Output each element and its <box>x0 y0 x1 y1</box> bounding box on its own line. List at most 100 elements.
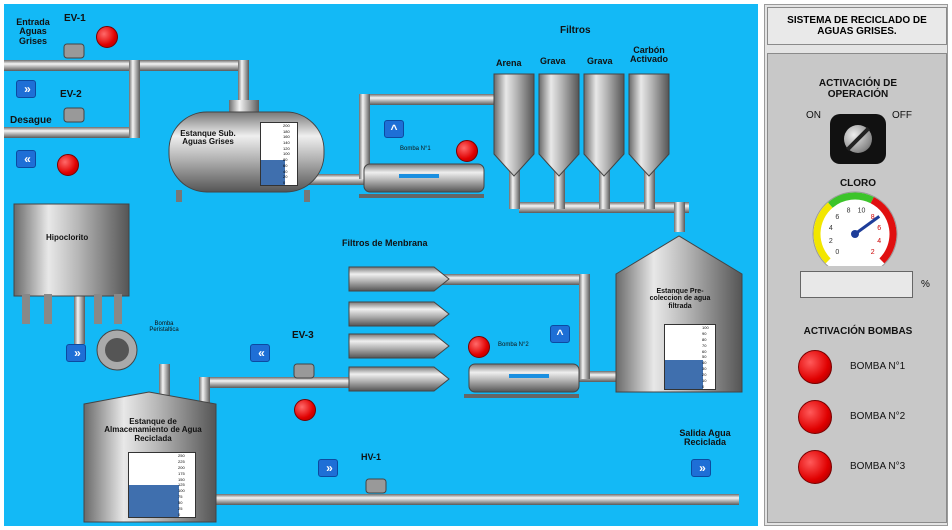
tank-sub-body <box>168 100 325 202</box>
pump2-body <box>464 363 580 398</box>
gauge-tick-label: 2 <box>829 238 833 245</box>
gauge-tick-label: 0 <box>178 511 181 517</box>
gauge-tick-label: 6 <box>877 225 881 232</box>
process-graphics <box>4 43 743 523</box>
drain-back-button[interactable]: « <box>16 150 36 168</box>
off-label: OFF <box>892 110 912 121</box>
pre-tank-level-fill <box>665 360 703 389</box>
gauge-tick-label: 50 <box>178 500 183 506</box>
gauge-tick-label: 60 <box>702 348 707 354</box>
chlorine-unit: % <box>921 279 930 290</box>
storage-tank-label: Estanque de Almacenamiento de Agua Recic… <box>104 417 202 443</box>
chlorine-percent-field[interactable] <box>800 271 913 298</box>
inlet-forward-button[interactable]: » <box>16 80 36 98</box>
pump1-body <box>359 163 485 198</box>
gauge-tick-label: 80 <box>702 336 707 342</box>
gauge-tick-label: 175 <box>178 470 185 476</box>
gauge-tick-label: 140 <box>283 140 290 146</box>
pump2-up-button[interactable]: ^ <box>550 325 570 343</box>
gauge-tick-label: 20 <box>702 372 707 378</box>
pump-2-button[interactable] <box>798 400 832 434</box>
gauge-tick-label: 120 <box>283 145 290 151</box>
operation-selector-switch[interactable] <box>830 114 886 164</box>
pump-2-label: BOMBA N°2 <box>850 411 906 422</box>
switch-knob-icon <box>844 125 872 153</box>
hv1-forward-button[interactable]: » <box>318 459 338 477</box>
gauge-tick-label: 2 <box>871 249 875 256</box>
ev3-back-button[interactable]: « <box>250 344 270 362</box>
gauge-tick-label: 50 <box>702 354 707 360</box>
pipes <box>4 60 739 505</box>
gauge-tick-label: 160 <box>283 134 290 140</box>
gauge-tick-label: 200 <box>178 464 185 470</box>
gauge-tick-label: 25 <box>178 506 183 512</box>
gauge-needle <box>854 215 881 236</box>
gauge-tick-label: 8 <box>871 214 875 221</box>
gauge-tick-label: 180 <box>283 128 290 134</box>
membrane-filters <box>348 266 450 392</box>
peristaltic-forward-button[interactable]: » <box>66 344 86 362</box>
pump1-up-button[interactable]: ^ <box>384 120 404 138</box>
gauge-tick-label: 4 <box>829 225 833 232</box>
on-label: ON <box>806 110 821 121</box>
gravel1-label: Grava <box>540 56 566 66</box>
pump-3-button[interactable] <box>798 450 832 484</box>
gauge-tick-label: 40 <box>702 360 707 366</box>
tank-sub-level-fill <box>261 160 285 185</box>
ev2-indicator <box>57 154 79 176</box>
gauge-tick-label: 4 <box>877 238 881 245</box>
gauge-tick-label: 40 <box>283 168 288 174</box>
pre-tank-label: Estanque Pre- coleccion de agua filtrada <box>649 288 711 310</box>
gauge-tick-label: 75 <box>178 494 183 500</box>
control-panel: SISTEMA DE RECICLADO DE AGUAS GRISES. AC… <box>764 4 948 526</box>
hypochlorite-tank-body <box>13 203 130 324</box>
pump2-indicator <box>468 336 490 358</box>
gauge-tick-label: 30 <box>702 366 707 372</box>
gauge-tick-label: 60 <box>283 162 288 168</box>
ev3-label: EV-3 <box>292 330 314 341</box>
gauge-tick-label: 0 <box>835 249 839 256</box>
carbon-label: Carbón Activado <box>629 45 668 65</box>
pump-1-button[interactable] <box>798 350 832 384</box>
gauge-tick-label: 90 <box>702 330 707 336</box>
gauge-tick-label: 150 <box>178 476 185 482</box>
sand-label: Arena <box>496 58 522 68</box>
ev1-indicator <box>96 26 118 48</box>
peristaltic-pump <box>96 329 138 371</box>
gauge-tick-label: 8 <box>847 207 851 214</box>
gauge-tick-label: 225 <box>178 458 185 464</box>
gauge-tick-label: 125 <box>178 482 185 488</box>
ev1-label: EV-1 <box>64 13 86 24</box>
pump2-label: Bomba N°2 <box>498 342 529 348</box>
gravel2-label: Grava <box>587 56 613 66</box>
gauge-band-red <box>870 197 897 264</box>
system-title: SISTEMA DE RECICLADO DE AGUAS GRISES. <box>767 7 947 45</box>
gauge-band-green <box>828 192 874 208</box>
inlet-label: Entrada Aguas Grises <box>16 17 50 46</box>
storage-level-fill <box>129 485 179 517</box>
membrane-title: Filtros de Menbrana <box>342 238 428 248</box>
hv1-label: HV-1 <box>361 452 382 462</box>
outlet-label: Salida Agua Reciclada <box>679 428 731 448</box>
outlet-forward-button[interactable]: » <box>691 459 711 477</box>
pumps-label: ACTIVACIÓN BOMBAS <box>803 326 913 337</box>
gauge-tick-label: 10 <box>702 378 707 384</box>
gauge-tick-label: 10 <box>858 207 866 214</box>
peristaltic-label: Bomba Peristaltica <box>149 321 179 334</box>
drain-label: Desague <box>10 115 52 126</box>
gauge-tick-label: 200 <box>283 123 290 128</box>
ev3-indicator <box>294 399 316 421</box>
filter-vessels <box>493 73 670 177</box>
gauge-tick-label: 100 <box>702 325 709 330</box>
gauge-tick-label: 6 <box>835 214 839 221</box>
pump1-label: Bomba N°1 <box>400 146 431 152</box>
gauge-tick-label: 0 <box>283 179 286 185</box>
gauge-band-yellow <box>813 202 833 264</box>
operation-label: ACTIVACIÓN DE OPERACIÓN <box>818 78 898 100</box>
